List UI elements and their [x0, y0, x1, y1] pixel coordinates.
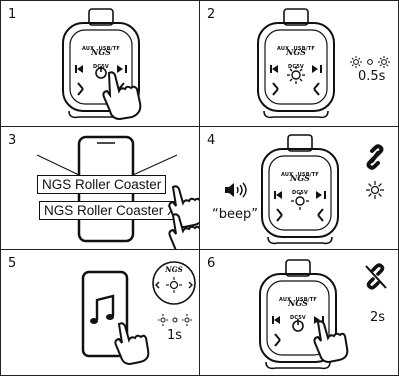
step-number: 2: [207, 7, 216, 22]
step-number: 3: [8, 133, 17, 148]
control-buttons: [272, 316, 324, 347]
speaker-device: AUX USB/TF DC5V NGS: [258, 133, 342, 245]
smartphone-music-icon: [81, 270, 129, 358]
pressing-hand-icon: [102, 71, 142, 121]
beep-label: “beep”: [212, 207, 258, 222]
step-2-panel: 2 AUX USB/TF DC5V NGS: [199, 0, 399, 127]
step-1-panel: 1 AUX USB/TF DC5V NGS: [0, 0, 200, 127]
ngs-logo: NGS: [286, 47, 306, 57]
speaker-sound-icon: [225, 182, 247, 198]
ngs-logo: NGS: [290, 173, 310, 183]
speaker-outline: [257, 8, 335, 119]
ngs-logo: NGS: [91, 47, 111, 57]
tapping-hand-icon: [114, 322, 150, 366]
speaker-device: AUX USB/TF DC5V NGS: [256, 258, 349, 370]
step-number: 4: [207, 133, 216, 148]
link-icon: [366, 144, 384, 170]
speaker-outline: [62, 8, 140, 119]
blink-interval: 0.5s: [358, 69, 386, 84]
device-option-1[interactable]: NGS Roller Coaster: [37, 175, 167, 194]
step-number: 5: [8, 256, 17, 271]
speaker-outline: [259, 259, 337, 370]
device-option-2[interactable]: NGS Roller Coaster XL: [39, 201, 189, 220]
ngs-logo: NGS: [288, 298, 308, 308]
led-solid-icon: [366, 181, 384, 199]
speaker-zoom-icon: NGS: [152, 261, 196, 305]
step-4-panel: 4 “beep” AUX USB/TF DC5V NGS: [199, 126, 399, 250]
control-buttons: [274, 191, 326, 222]
unlink-icon: [365, 263, 387, 290]
svg-text:NGS: NGS: [164, 265, 182, 274]
speaker-device: AUX USB/TF DC5V NGS: [59, 7, 143, 121]
control-buttons: [270, 65, 322, 96]
speaker-outline: [261, 134, 339, 245]
step-number: 6: [207, 256, 216, 271]
step-6-panel: 6 AUX USB/TF DC5V NGS: [199, 249, 399, 376]
step-5-panel: 5 NGS 1s: [0, 249, 200, 376]
hold-time: 2s: [370, 310, 386, 325]
step-3-panel: 3 NGS Roller Coaster NGS Roller Coaster …: [0, 126, 200, 250]
led-blink-icon: [158, 314, 192, 326]
step-number: 1: [8, 7, 17, 22]
led-blink-icon: [350, 56, 390, 68]
pressing-hand-icon: [313, 320, 349, 364]
tapping-hand-icon: [168, 213, 199, 249]
blink-interval: 1s: [167, 328, 183, 343]
speaker-device: AUX USB/TF DC5V NGS: [254, 7, 338, 119]
